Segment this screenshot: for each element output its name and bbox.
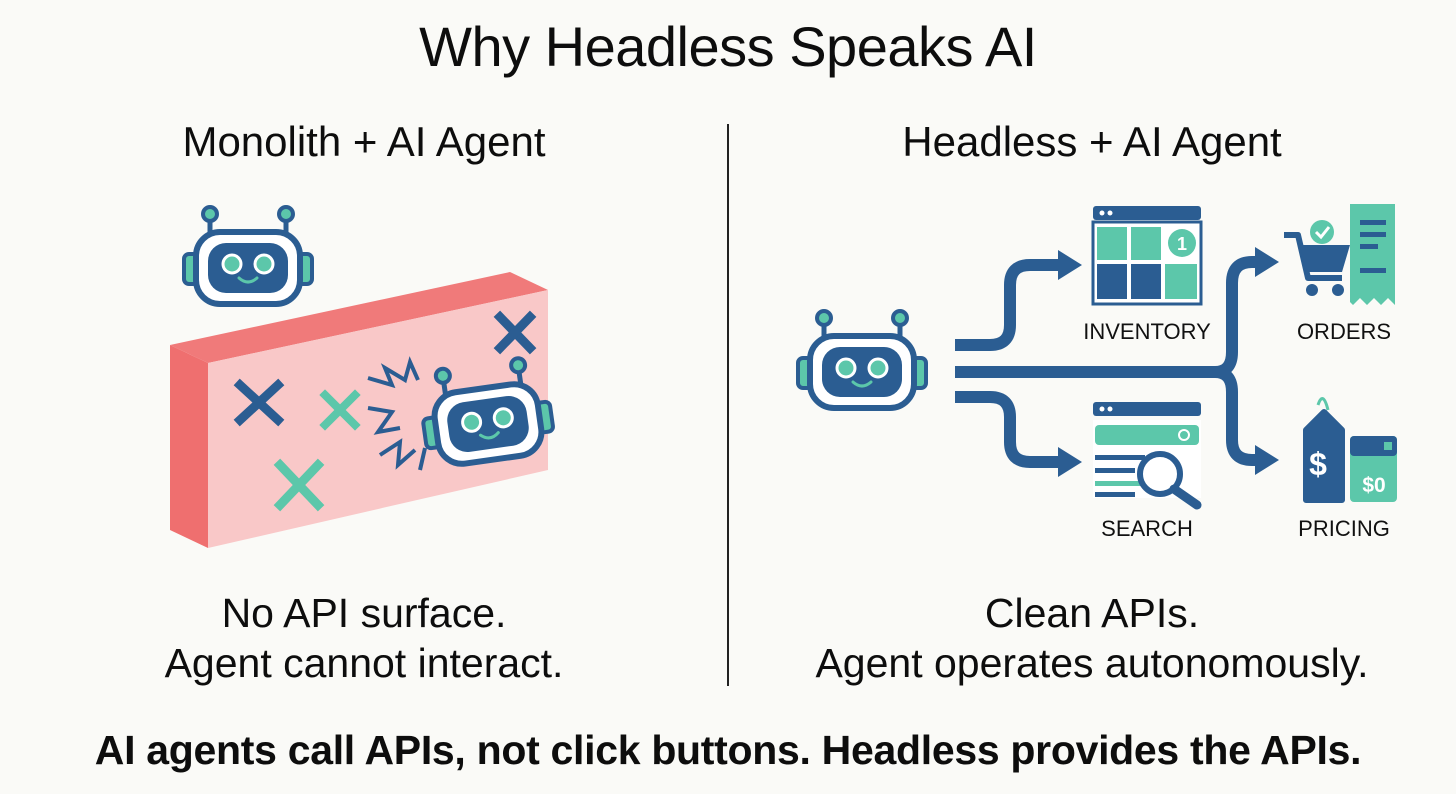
search-icon <box>1093 402 1202 510</box>
robot-headless-icon <box>798 311 926 408</box>
headless-caption-line1: Clean APIs. <box>984 590 1200 636</box>
monolith-heading: Monolith + AI Agent <box>182 118 546 165</box>
orders-icon <box>1284 204 1395 305</box>
center-divider <box>727 124 729 686</box>
monolith-caption-line1: No API surface. <box>221 590 507 636</box>
robot-monolith-icon <box>184 207 312 304</box>
headless-caption: Clean APIs. Agent operates autonomously. <box>728 588 1456 688</box>
x-mark-navy-2 <box>493 310 537 355</box>
pricing-tag: $0 <box>1362 474 1385 497</box>
monolith-caption-line2: Agent cannot interact. <box>164 640 564 686</box>
footer-summary: AI agents call APIs, not click buttons. … <box>94 727 1362 773</box>
service-label-inventory: INVENTORY <box>1083 319 1211 344</box>
inventory-badge: 1 <box>1177 234 1187 254</box>
arrow-heads <box>1058 247 1279 477</box>
headless-heading: Headless + AI Agent <box>902 118 1282 165</box>
service-label-search: SEARCH <box>1101 516 1193 541</box>
service-label-orders: ORDERS <box>1297 319 1391 344</box>
x-mark-navy-1 <box>233 378 285 427</box>
api-connection-arrows <box>955 256 1258 468</box>
x-mark-teal-2 <box>273 458 325 512</box>
headless-caption-line2: Agent operates autonomously. <box>815 640 1369 686</box>
svg-text:$: $ <box>1309 446 1327 482</box>
impact-burst <box>367 356 427 471</box>
service-label-pricing: PRICING <box>1298 516 1390 541</box>
pricing-icon: $ $0 <box>1303 397 1397 503</box>
monolith-caption: No API surface. Agent cannot interact. <box>0 588 728 688</box>
x-mark-teal-1 <box>319 389 361 431</box>
inventory-icon: 1 <box>1091 206 1203 306</box>
page-title: Why Headless Speaks AI <box>419 15 1037 78</box>
